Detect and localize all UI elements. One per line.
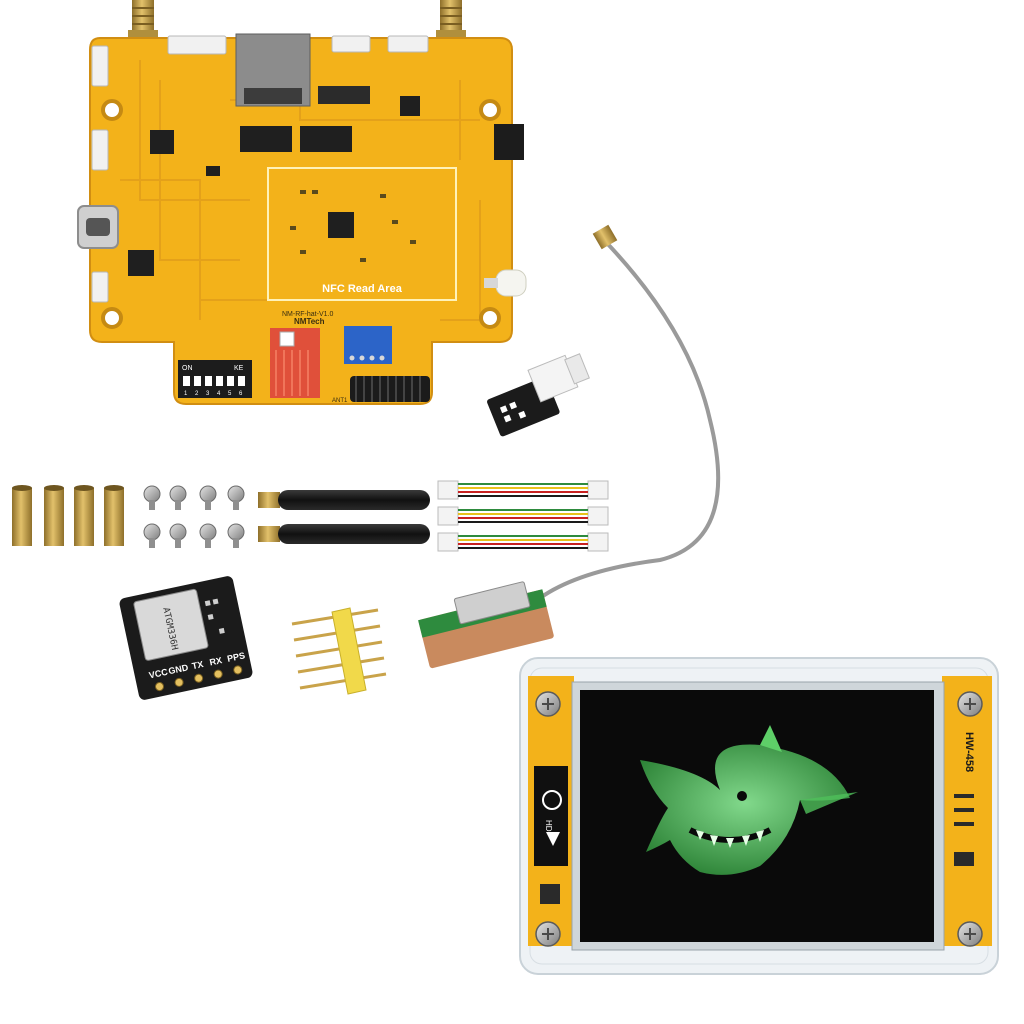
display-module: HD HW-458 [519, 657, 999, 975]
gps-pin-label: VCC [148, 667, 169, 681]
nfc-chip [328, 212, 354, 238]
pcb-antenna-red [270, 328, 320, 398]
shark-image [640, 725, 858, 875]
brass-standoffs [12, 485, 124, 546]
nfc-read-area [267, 167, 457, 301]
rubber-antennas [258, 490, 430, 544]
brand-label: NMTech [294, 317, 325, 326]
ant-label: ANT1 [332, 398, 348, 404]
dip-number: 5 [228, 391, 232, 397]
dip-number: 3 [206, 391, 210, 397]
screws [143, 485, 245, 548]
dip-switch: ON KE 1 2 3 4 5 6 [178, 360, 252, 398]
pin-header [291, 607, 387, 695]
dip-ke-label: KE [234, 365, 244, 372]
ribbon-cables [437, 480, 609, 552]
dip-number: 4 [217, 391, 221, 397]
ir-led [484, 269, 527, 297]
gps-pin-label: TX [191, 659, 204, 671]
board-name-label: NM-RF-hat-V1.0 [282, 311, 333, 318]
main-board: NFC Read Area NM-RF-hat-V1.0 NMTech [77, 0, 527, 405]
gps-antenna-cable [418, 224, 721, 669]
display-badge-label: HD [544, 820, 553, 832]
gps-pin-label: PPS [226, 650, 246, 664]
dip-on-label: ON [182, 365, 193, 372]
spring-antenna [350, 376, 430, 402]
display-side-label: HW-458 [963, 732, 975, 772]
dip-number: 2 [195, 391, 199, 397]
nfc-read-area-label: NFC Read Area [322, 283, 403, 295]
sd-adapter-module [487, 353, 590, 437]
gps-module: ATGM336H VCC GND TX RX PPS [119, 576, 253, 700]
dip-number: 1 [184, 391, 188, 397]
gps-pin-label: GND [168, 662, 190, 676]
gps-pin-label: RX [209, 655, 223, 667]
dip-number: 6 [239, 391, 243, 397]
